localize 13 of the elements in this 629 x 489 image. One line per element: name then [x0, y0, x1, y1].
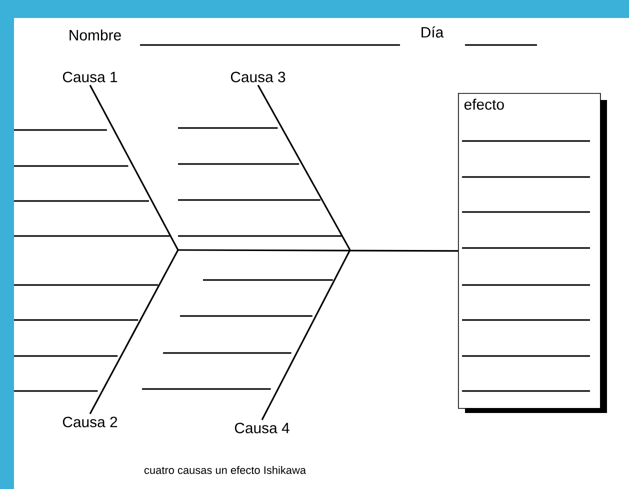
- effect-box: efecto: [458, 93, 607, 413]
- field-label: Día: [422, 26, 444, 38]
- bone-line: [261, 250, 351, 420]
- bone-line: [257, 84, 351, 250]
- cause-label: Causa 1: [62, 72, 118, 82]
- spine-line: [178, 249, 458, 252]
- caption: cuatro causas un efecto Ishikawa: [144, 466, 306, 474]
- field-label: Nombre: [70, 30, 121, 40]
- cause-label: Causa 4: [234, 422, 290, 434]
- bone-line: [89, 84, 179, 250]
- cause-label: Causa 2: [62, 416, 118, 428]
- bone-line: [89, 250, 179, 414]
- cause-label: Causa 3: [230, 72, 286, 82]
